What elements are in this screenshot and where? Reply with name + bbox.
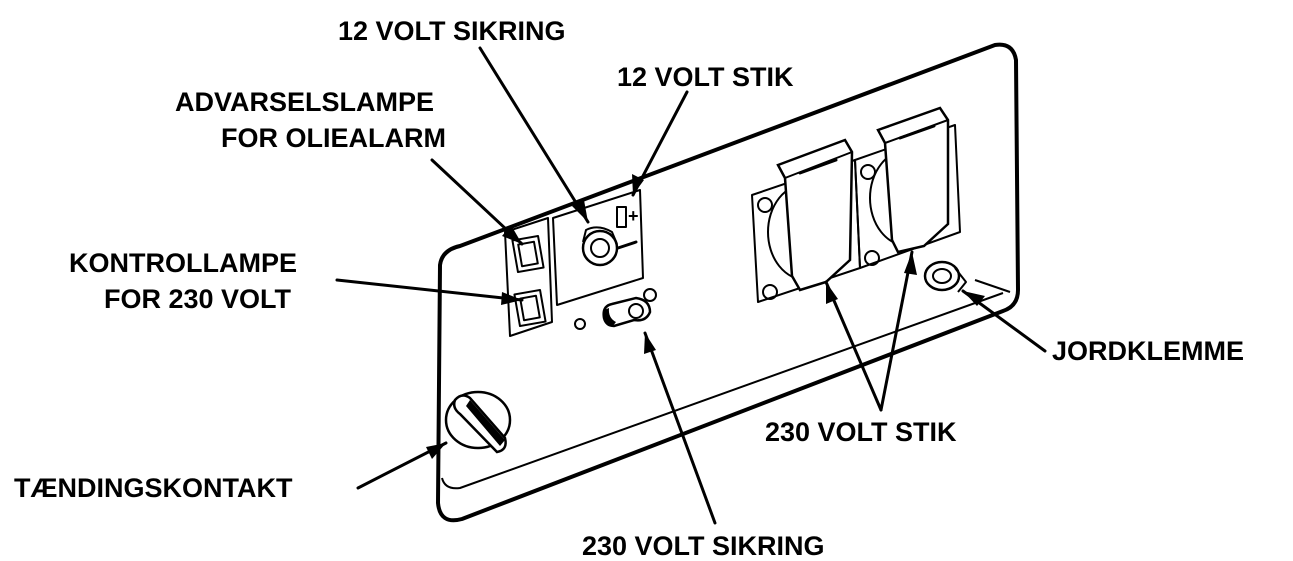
leader-breaker-230v bbox=[643, 331, 717, 525]
label-pilot-lamp-line1: KONTROLLAMPE bbox=[69, 248, 297, 278]
socket-12v-pin-minus bbox=[616, 240, 638, 250]
label-fuse-12v: 12 VOLT SIKRING bbox=[338, 16, 566, 46]
label-oil-warning-line1: ADVARSELSLAMPE bbox=[175, 87, 434, 117]
arrow-socket-230v-right bbox=[904, 252, 917, 275]
label-pilot-lamp-line2: FOR 230 VOLT bbox=[104, 284, 292, 314]
ground-terminal-washer bbox=[954, 267, 967, 293]
label-ignition-switch: TÆNDINGSKONTAKT bbox=[14, 473, 293, 503]
arrow-ground-terminal bbox=[963, 291, 985, 306]
ground-terminal-bolt bbox=[932, 268, 952, 284]
socket-230v-left-cover-edge bbox=[777, 151, 853, 179]
socket-12v-pin-plus bbox=[616, 206, 627, 228]
arrow-fuse-12v bbox=[572, 200, 588, 222]
arrow-socket-230v-left bbox=[826, 282, 838, 304]
control-panel bbox=[436, 42, 1020, 523]
dc-output-plate bbox=[552, 189, 644, 306]
panel-lower-edge bbox=[441, 292, 1004, 490]
socket-230v-left-screw-top bbox=[757, 197, 773, 213]
arrow-breaker-230v bbox=[644, 333, 656, 354]
label-breaker-230v: 230 VOLT SIKRING bbox=[582, 531, 825, 561]
leader-fuse-12v bbox=[478, 46, 590, 224]
breaker-terminal bbox=[643, 288, 657, 302]
leader-socket-230v-left bbox=[824, 280, 883, 412]
fuse-12v-holder bbox=[582, 226, 618, 245]
arrow-pilot-lamp bbox=[501, 292, 522, 305]
socket-12v-plus-sign: + bbox=[628, 206, 639, 226]
socket-230v-left bbox=[751, 138, 861, 303]
panel-right-edge bbox=[974, 279, 1011, 293]
arrow-ignition bbox=[426, 443, 446, 459]
breaker-230v bbox=[574, 288, 657, 330]
pilot-lamp-230v-lens bbox=[519, 294, 541, 322]
label-sockets-230v: 230 VOLT STIK bbox=[765, 417, 957, 447]
panel-outline bbox=[436, 42, 1020, 523]
leader-pilot-lamp bbox=[335, 278, 524, 302]
breaker-pivot bbox=[628, 303, 644, 319]
fuse-12v-inner bbox=[590, 238, 610, 258]
socket-230v-right-cover-slot bbox=[898, 124, 936, 140]
label-socket-12v: 12 VOLT STIK bbox=[617, 62, 794, 92]
pilot-lamp-230v bbox=[513, 288, 547, 328]
oil-warning-lamp-lens bbox=[517, 240, 539, 268]
arrow-socket-12v bbox=[632, 174, 644, 195]
leader-socket-12v bbox=[631, 90, 689, 197]
oil-warning-lamp bbox=[511, 234, 545, 274]
socket-230v-left-cover-slot bbox=[798, 158, 838, 175]
breaker-toggle-shadow bbox=[603, 308, 616, 327]
socket-230v-right-screw-bottom bbox=[864, 250, 880, 266]
socket-230v-left-screw-bottom bbox=[762, 284, 778, 300]
ignition-knob-ridge bbox=[466, 400, 505, 446]
leader-socket-230v-right bbox=[879, 250, 914, 412]
dc-output-module: + bbox=[552, 189, 644, 306]
socket-230v-right-cover bbox=[876, 106, 950, 254]
callout-labels: 12 VOLT SIKRING 12 VOLT STIK ADVARSELSLA… bbox=[14, 16, 1244, 561]
arrow-oil-warning bbox=[502, 225, 522, 244]
ground-terminal bbox=[923, 260, 967, 293]
socket-230v-left-cover bbox=[776, 138, 854, 292]
fuse-12v-cap bbox=[581, 229, 619, 267]
leader-lines bbox=[335, 46, 1047, 525]
label-ground-terminal: JORDKLEMME bbox=[1052, 336, 1244, 366]
ignition-knob-grip bbox=[452, 394, 507, 454]
ground-terminal-nut bbox=[923, 260, 961, 292]
socket-230v-right bbox=[854, 106, 961, 269]
label-oil-warning-line2: FOR OLIEALARM bbox=[221, 123, 446, 153]
ignition-switch bbox=[444, 390, 512, 454]
arrowheads bbox=[426, 174, 985, 459]
breaker-reset-dot bbox=[574, 318, 586, 330]
